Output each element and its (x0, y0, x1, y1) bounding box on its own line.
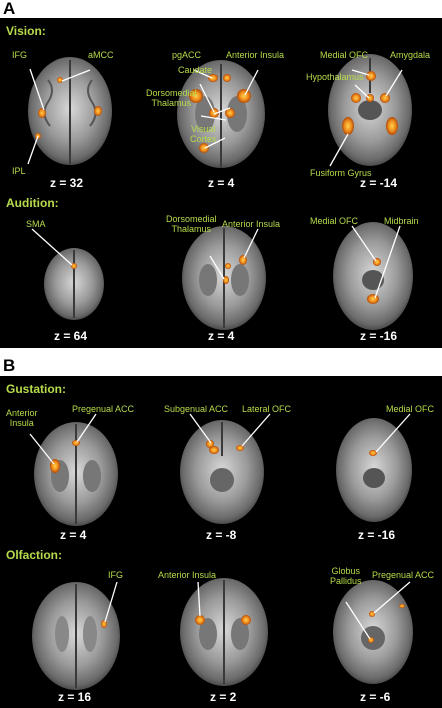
label-pregenual-acc-gust: Pregenual ACC (72, 404, 135, 414)
brain-slice-vision-z-14 (328, 54, 412, 166)
z-label-olfaction-3: z = -6 (360, 690, 391, 704)
label-medial-ofc: Medial OFC (320, 50, 369, 60)
z-label-audition-2: z = 4 (208, 329, 235, 343)
label-globus-pallidus: Globus Pallidus (330, 566, 362, 586)
label-lateral-ofc: Lateral OFC (242, 404, 292, 414)
label-hypothalamus: Hypothalamus (306, 72, 364, 82)
panel-b-graphics (29, 413, 413, 690)
label-pgacc: pgACC (172, 50, 202, 60)
brain-slice-gustation-z-8 (180, 420, 264, 524)
z-label-gustation-3: z = -16 (358, 528, 396, 542)
panel-letter-b: B (3, 356, 16, 375)
z-label-gustation-1: z = 4 (60, 528, 87, 542)
label-ifg: IFG (12, 50, 27, 60)
label-amcc: aMCC (88, 50, 114, 60)
panel-a-graphics (27, 54, 413, 330)
label-sma: SMA (26, 219, 46, 229)
panel-b: Gustation: Anterior Insula Pregenual ACC… (0, 376, 442, 708)
section-title-vision: Vision: (6, 24, 46, 38)
label-fusiform-gyrus: Fusiform Gyrus (310, 168, 372, 178)
label-anterior-insula: Anterior Insula (226, 50, 285, 60)
panel-letter-a: A (3, 0, 16, 18)
label-anterior-insula-gust: Anterior Insula (6, 408, 38, 428)
label-midbrain: Midbrain (384, 216, 419, 226)
section-title-gustation: Gustation: (6, 382, 66, 396)
label-ifg-olf: IFG (108, 570, 123, 580)
brain-slice-olfaction-z-6 (333, 580, 413, 684)
z-label-audition-3: z = -16 (360, 329, 398, 343)
brain-slice-vision-z32 (28, 57, 112, 165)
z-label-vision-2: z = 4 (208, 176, 235, 190)
brain-slice-audition-z-16 (333, 222, 413, 330)
brain-slice-gustation-z-16 (336, 418, 412, 522)
label-ipl: IPL (12, 166, 26, 176)
brain-slice-audition-z64 (44, 248, 104, 320)
z-label-vision-3: z = -14 (360, 176, 398, 190)
z-label-olfaction-2: z = 2 (210, 690, 237, 704)
label-medial-ofc-gust: Medial OFC (386, 404, 435, 414)
brain-slice-gustation-z4 (34, 422, 118, 526)
leader-lines-b (29, 413, 411, 640)
z-label-audition-1: z = 64 (54, 329, 88, 343)
section-title-audition: Audition: (6, 196, 59, 210)
label-amygdala: Amygdala (390, 50, 431, 60)
z-label-vision-1: z = 32 (50, 176, 84, 190)
label-medial-ofc-aud: Medial OFC (310, 216, 359, 226)
label-subgenual-acc: Subgenual ACC (164, 404, 229, 414)
brain-slice-olfaction-z16 (32, 582, 120, 690)
label-anterior-insula-aud: Anterior Insula (222, 219, 281, 229)
label-visual-cortex: Visual Cortex (190, 124, 217, 144)
leader-lines-a (27, 68, 403, 299)
z-label-gustation-2: z = -8 (206, 528, 237, 542)
label-anterior-insula-olf: Anterior Insula (158, 570, 217, 580)
label-dorsomedial-thalamus-aud: Dorsomedial Thalamus (166, 214, 217, 234)
panel-a: Vision: IFG aMCC IPL pgACC Anterior Insu… (0, 18, 442, 348)
brain-slice-olfaction-z2 (180, 578, 268, 686)
z-label-olfaction-1: z = 16 (58, 690, 92, 704)
label-dorsomedial-thalamus: Dorsomedial Thalamus (146, 88, 197, 108)
label-caudate: Caudate (178, 65, 213, 75)
label-pregenual-acc-olf: Pregenual ACC (372, 570, 435, 580)
section-title-olfaction: Olfaction: (6, 548, 62, 562)
brain-slice-vision-z4 (177, 60, 265, 168)
